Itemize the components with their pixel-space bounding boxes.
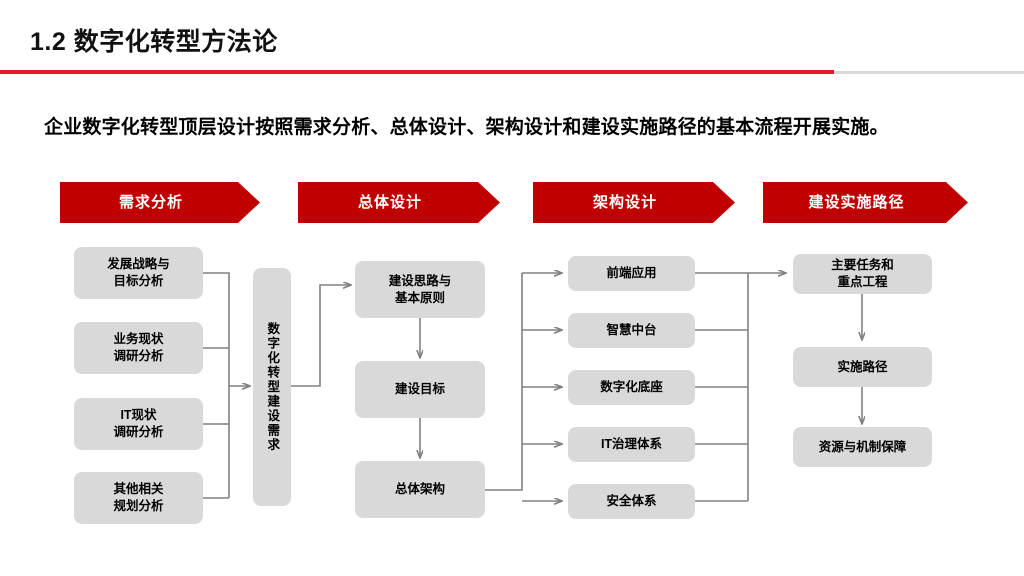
phase-banner-label: 总体设计: [357, 194, 422, 211]
node-label: IT现状 调研分析: [113, 408, 164, 439]
node-label: 总体架构: [394, 482, 445, 497]
node-architecture-3[interactable]: IT治理体系: [568, 427, 695, 462]
subtitle-text: 企业数字化转型顶层设计按照需求分析、总体设计、架构设计和建设实施路径的基本流程开…: [44, 117, 889, 138]
node-label: 其他相关 规划分析: [113, 482, 164, 513]
node-label: 实施路径: [837, 359, 888, 374]
node-overall-design-2[interactable]: 总体架构: [355, 461, 485, 518]
node-architecture-1[interactable]: 智慧中台: [568, 313, 695, 348]
phase-banner-implementation[interactable]: 建设实施路径: [763, 182, 968, 223]
node-requirements-3[interactable]: 其他相关 规划分析: [74, 472, 203, 524]
node-digital-transformation-requirements[interactable]: 数字化转型建设需求: [253, 268, 291, 506]
node-overall-design-1[interactable]: 建设目标: [355, 361, 485, 418]
phase-banner-overall-design[interactable]: 总体设计: [298, 182, 500, 223]
phase-banner-label: 需求分析: [118, 194, 183, 211]
page-title: 1.2 数字化转型方法论: [30, 28, 278, 56]
phase-banner-architecture[interactable]: 架构设计: [533, 182, 735, 223]
node-label: 数字化转型建设需求: [265, 321, 280, 453]
node-implementation-2[interactable]: 资源与机制保障: [793, 427, 932, 467]
node-requirements-0[interactable]: 发展战略与 目标分析: [74, 247, 203, 299]
node-architecture-2[interactable]: 数字化底座: [568, 370, 695, 405]
node-label: 发展战略与 目标分析: [107, 257, 170, 288]
header-divider-red: [0, 70, 834, 74]
node-label: 智慧中台: [606, 323, 657, 338]
node-requirements-2[interactable]: IT现状 调研分析: [74, 398, 203, 450]
node-label: 建设思路与 基本原则: [388, 273, 452, 305]
node-label: 安全体系: [606, 494, 657, 509]
node-label: 数字化底座: [600, 380, 663, 395]
node-label: 主要任务和 重点工程: [831, 258, 894, 289]
node-label: 资源与机制保障: [818, 439, 907, 454]
node-implementation-0[interactable]: 主要任务和 重点工程: [793, 254, 932, 294]
phase-banner-requirements[interactable]: 需求分析: [60, 182, 260, 223]
node-architecture-4[interactable]: 安全体系: [568, 484, 695, 519]
node-overall-design-0[interactable]: 建设思路与 基本原则: [355, 261, 485, 318]
phase-banner-label: 架构设计: [592, 194, 657, 211]
node-label: 业务现状 调研分析: [113, 332, 164, 363]
node-requirements-1[interactable]: 业务现状 调研分析: [74, 322, 203, 374]
node-label: IT治理体系: [600, 437, 663, 452]
node-implementation-1[interactable]: 实施路径: [793, 347, 932, 387]
node-label: 建设目标: [394, 382, 445, 397]
node-architecture-0[interactable]: 前端应用: [568, 256, 695, 291]
phase-banner-label: 建设实施路径: [808, 194, 905, 211]
node-label: 前端应用: [606, 266, 657, 281]
